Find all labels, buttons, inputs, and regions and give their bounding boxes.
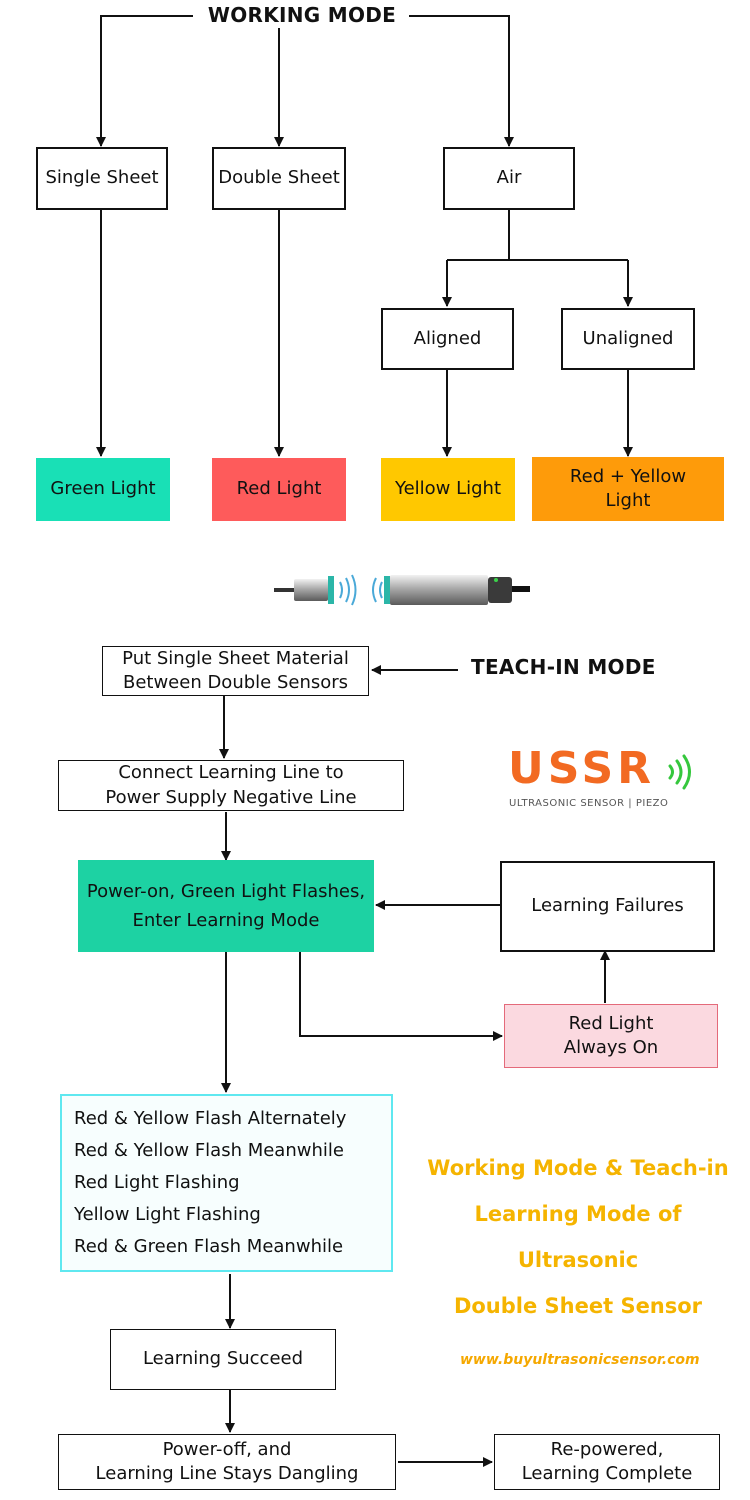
unaligned-box: Unaligned [561,308,695,370]
re-powered-box: Re-powered, Learning Complete [494,1434,720,1490]
step-power-on-line1: Power-on, Green Light Flashes, [86,881,366,902]
red-light-box: Red Light [212,458,346,521]
power-off-box: Power-off, and Learning Line Stays Dangl… [58,1434,396,1490]
red-yellow-light-label-line2: Light [605,490,651,511]
step-put-sheet-line1: Put Single Sheet Material [122,647,349,669]
learning-failures-label: Learning Failures [531,895,684,917]
website-url: www.buyultrasonicsensor.com [460,1352,700,1368]
step-power-on-box: Power-on, Green Light Flashes, Enter Lea… [78,860,374,952]
single-sheet-label: Single Sheet [45,167,159,189]
caption-line2: Learning Mode of Ultrasonic [474,1202,682,1272]
re-powered-line2: Learning Complete [521,1463,693,1484]
single-sheet-box: Single Sheet [36,147,168,210]
diagram-caption: Working Mode & Teach-in Learning Mode of… [412,1145,744,1329]
power-off-line1: Power-off, and [162,1438,292,1460]
caption-line1: Working Mode & Teach-in [427,1156,729,1180]
red-light-always-on-line1: Red Light [568,1012,654,1034]
flash-status-item: Red & Yellow Flash Alternately [74,1108,347,1129]
learning-succeed-label: Learning Succeed [142,1348,304,1370]
red-light-label: Red Light [236,478,322,500]
step-connect-line-line2: Power Supply Negative Line [105,786,357,808]
ussr-logo: USSR ULTRASONIC SENSOR | PIEZO [506,744,706,814]
red-yellow-light-box: Red + Yellow Light [532,457,724,521]
air-box: Air [443,147,575,210]
signal-waves-icon [668,754,691,790]
air-label: Air [496,167,522,189]
logo-tagline: ULTRASONIC SENSOR | PIEZO [509,798,669,809]
step-connect-line-line1: Connect Learning Line to [118,762,344,784]
flash-status-item: Red Light Flashing [74,1172,240,1193]
learning-succeed-box: Learning Succeed [110,1329,336,1390]
yellow-light-box: Yellow Light [381,458,515,521]
power-off-line2: Learning Line Stays Dangling [95,1463,359,1484]
red-light-always-on-box: Red Light Always On [504,1004,718,1068]
green-light-box: Green Light [36,458,170,521]
step-put-sheet-box: Put Single Sheet Material Between Double… [102,646,369,696]
double-sheet-sensor-image [274,574,530,606]
unaligned-label: Unaligned [582,327,674,349]
red-light-always-on-line2: Always On [563,1037,659,1058]
working-mode-title: WORKING MODE [207,3,397,27]
step-power-on-line2: Enter Learning Mode [132,910,320,931]
step-put-sheet-line2: Between Double Sensors [122,672,349,693]
logo-name: USSR [508,743,656,794]
step-connect-line-box: Connect Learning Line to Power Supply Ne… [58,760,404,811]
yellow-light-label: Yellow Light [394,478,502,500]
flash-status-item: Red & Yellow Flash Meanwhile [74,1140,344,1161]
green-light-label: Green Light [50,478,156,500]
re-powered-line1: Re-powered, [550,1438,664,1460]
double-sheet-label: Double Sheet [218,167,340,189]
teach-in-mode-title: TEACH-IN MODE [471,655,656,679]
aligned-box: Aligned [381,308,514,370]
red-yellow-light-label-line1: Red + Yellow [569,465,687,487]
flash-status-list: Red & Yellow Flash Alternately Red & Yel… [60,1094,393,1272]
flash-status-item: Red & Green Flash Meanwhile [74,1236,344,1257]
double-sheet-box: Double Sheet [212,147,346,210]
caption-line3: Double Sheet Sensor [453,1294,703,1318]
aligned-label: Aligned [413,327,482,349]
flash-status-item: Yellow Light Flashing [74,1204,261,1225]
learning-failures-box: Learning Failures [500,861,715,952]
